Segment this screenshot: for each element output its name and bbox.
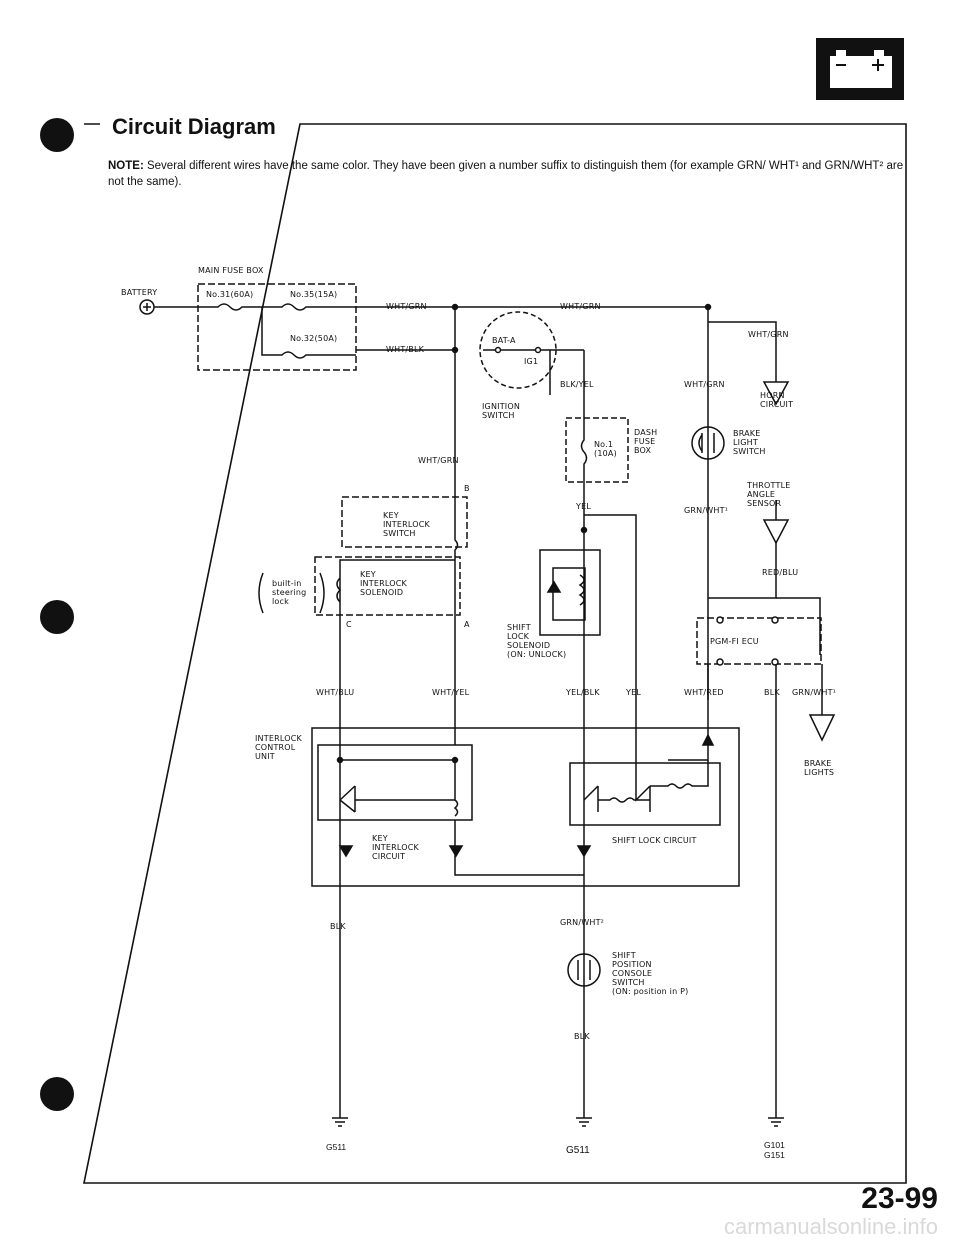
interlock-control-unit-box — [311, 727, 740, 887]
wire-label-red-blu: RED/BLU — [762, 568, 799, 577]
wire-label-wht-red: WHT/RED — [684, 688, 724, 697]
pgm-fi-ecu-label: PGM-FI ECU — [710, 637, 759, 646]
bat-a-label: BAT-A — [492, 336, 516, 345]
wire-label-wht-grn-5: WHT/GRN — [418, 456, 459, 465]
brake-light-switch-symbol — [691, 426, 725, 460]
battery-label: BATTERY — [121, 288, 158, 297]
wire-label-yel-blk: YEL/BLK — [566, 688, 600, 697]
diagram-frame — [83, 123, 907, 1184]
ground-g511-left: G511 — [326, 1142, 347, 1152]
note-prefix: NOTE: — [108, 160, 144, 172]
wire-label-yel-2: YEL — [626, 688, 641, 697]
fuse-no1-label: No.1 (10A) — [594, 440, 617, 458]
wire-label-blk-yel: BLK/YEL — [560, 380, 594, 389]
wire-label-grn-wht2: GRN/WHT² — [560, 918, 605, 927]
shift-lock-solenoid-label: SHIFT LOCK SOLENOID (ON: UNLOCK) — [507, 623, 567, 659]
fuse-32-label: No.32(50A) — [290, 334, 338, 343]
fuse-35-label: No.35(15A) — [290, 290, 338, 299]
wire-label-wht-grn-1: WHT/GRN — [386, 302, 427, 311]
shift-position-switch-label: SHIFT POSITION CONSOLE SWITCH (ON: posit… — [612, 951, 689, 996]
brake-light-switch-label: BRAKE LIGHT SWITCH — [733, 429, 766, 456]
binding-hole-middle — [40, 600, 74, 634]
wire-label-blk-2: BLK — [330, 922, 346, 931]
terminal-a-label: A — [464, 620, 470, 629]
fuse-31-label: No.31(60A) — [206, 290, 254, 299]
wire-label-wht-grn-2: WHT/GRN — [560, 302, 601, 311]
wire-label-blk-1: BLK — [764, 688, 780, 697]
ground-g101-g151: G101 G151 — [764, 1140, 785, 1160]
watermark: carmanualsonline.info — [723, 1214, 938, 1239]
dash-fuse-box — [565, 417, 629, 483]
dash-fuse-box-label: DASH FUSE BOX — [634, 428, 658, 455]
key-interlock-solenoid-label: KEY INTERLOCK SOLENOID — [360, 570, 407, 597]
wire-label-grn-wht1-b: GRN/WHT¹ — [792, 688, 837, 697]
page-title: Circuit Diagram — [112, 114, 276, 139]
key-interlock-switch-box — [341, 496, 468, 548]
shift-lock-circuit-label: SHIFT LOCK CIRCUIT — [612, 836, 697, 845]
horn-circuit-arrow — [762, 381, 790, 406]
note-body: Several different wires have the same co… — [108, 160, 904, 188]
key-interlock-circuit-label: KEY INTERLOCK CIRCUIT — [372, 834, 419, 861]
horn-circuit-label: HORN CIRCUIT — [760, 391, 794, 409]
binding-hole-top — [40, 118, 74, 152]
interlock-control-unit-label: INTERLOCK CONTROL UNIT — [255, 734, 302, 761]
terminal-b-label: B — [464, 484, 470, 493]
wire-label-wht-grn-3: WHT/GRN — [748, 330, 789, 339]
shift-lock-solenoid-box — [539, 549, 601, 636]
throttle-sensor-label: THROTTLE ANGLE SENSOR — [747, 481, 791, 508]
battery-section-icon — [816, 38, 904, 100]
terminal-c-label: C — [346, 620, 352, 629]
pgm-fi-ecu-box — [696, 617, 822, 665]
key-interlock-solenoid-box — [314, 556, 461, 616]
wire-label-yel-1: YEL — [576, 502, 591, 511]
brake-lights-label: BRAKE LIGHTS — [804, 759, 835, 777]
ig1-label: IG1 — [524, 357, 539, 366]
key-interlock-switch-label: KEY INTERLOCK SWITCH — [383, 511, 430, 538]
wire-label-blk-3: BLK — [574, 1032, 590, 1041]
page-number: 23-99 — [861, 1182, 938, 1215]
wire-label-wht-blu: WHT/BLU — [316, 688, 355, 697]
note-text: NOTE: Several different wires have the s… — [108, 158, 908, 190]
wire-label-grn-wht1-a: GRN/WHT¹ — [684, 506, 729, 515]
binding-hole-bottom — [40, 1077, 74, 1111]
wire-label-wht-yel: WHT/YEL — [432, 688, 470, 697]
main-fuse-box — [197, 283, 357, 371]
wire-label-wht-blk: WHT/BLK — [386, 345, 425, 354]
built-in-lock-label: built-in steering lock — [272, 579, 307, 606]
ground-g511-center: G511 — [566, 1145, 590, 1156]
main-fuse-box-label: MAIN FUSE BOX — [198, 266, 264, 275]
wire-label-wht-grn-4: WHT/GRN — [684, 380, 725, 389]
ignition-switch-label: IGNITION SWITCH — [482, 402, 521, 420]
